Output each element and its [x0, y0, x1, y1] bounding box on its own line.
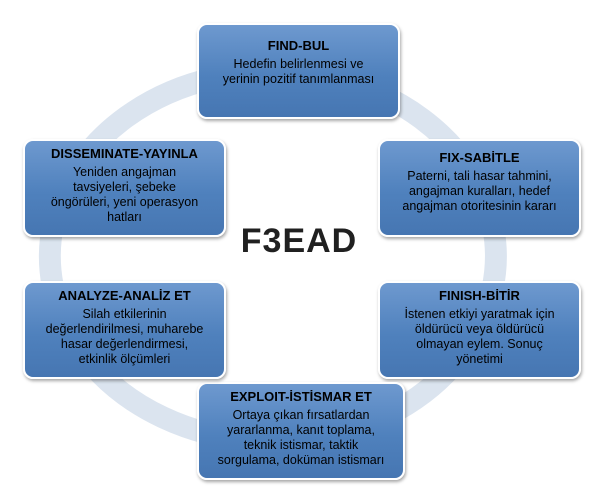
step-line: değerlendirilmesi, muharebe: [45, 322, 204, 336]
step-description: Paterni, tali hasar tahmini, angajman ku…: [388, 169, 571, 214]
step-box-analyze: ANALYZE-ANALİZ ET Silah etkilerinin değe…: [23, 281, 226, 379]
step-box-exploit: EXPLOIT-İSTİSMAR ET Ortaya çıkan fırsatl…: [197, 382, 405, 480]
step-line: Silah etkilerinin: [82, 307, 167, 321]
step-description: Yeniden angajman tavsiyeleri, şebeke öng…: [33, 165, 216, 225]
step-box-find: FIND-BUL Hedefin belirlenmesi ve yerinin…: [197, 23, 400, 119]
step-box-disseminate: DISSEMINATE-YAYINLA Yeniden angajman tav…: [23, 139, 226, 237]
step-line: etkinlik ölçümleri: [78, 352, 171, 366]
step-description: Silah etkilerinin değerlendirilmesi, muh…: [33, 307, 216, 367]
step-line: olmayan eylem. Sonuç: [416, 337, 543, 351]
step-line: öldürücü veya öldürücü: [414, 322, 545, 336]
step-box-finish: FINISH-BİTİR İstenen etkiyi yaratmak içi…: [378, 281, 581, 379]
step-line: tavsiyeleri, şebeke: [73, 180, 176, 194]
step-line: hatları: [107, 210, 142, 224]
step-line: sorgulama, doküman istismarı: [217, 453, 385, 467]
step-description: Ortaya çıkan fırsatlardan yararlanma, ka…: [207, 408, 395, 468]
step-line: hasar değerlendirmesi,: [60, 337, 189, 351]
step-line: Yeniden angajman: [72, 165, 177, 179]
step-line: yararlanma, kanıt toplama,: [227, 423, 375, 437]
step-line: Hedefin belirlenmesi ve: [233, 57, 364, 71]
step-line: Ortaya çıkan fırsatlardan: [232, 408, 370, 422]
step-title: DISSEMINATE-YAYINLA: [51, 146, 198, 161]
step-box-fix: FIX-SABİTLE Paterni, tali hasar tahmini,…: [378, 139, 581, 237]
step-title: FINISH-BİTİR: [439, 288, 520, 303]
step-line: angajman kuralları, hedef: [408, 184, 551, 198]
step-line: öngörüleri, yeni operasyon: [50, 195, 199, 209]
step-line: İstenen etkiyi yaratmak için: [404, 307, 555, 321]
step-description: İstenen etkiyi yaratmak için öldürücü ve…: [388, 307, 571, 367]
step-title: FIX-SABİTLE: [439, 150, 520, 165]
center-title: F3EAD: [240, 222, 358, 260]
step-line: angajman otoritesinin kararı: [402, 199, 557, 213]
step-line: teknik istismar, taktik: [243, 438, 359, 452]
step-title: FIND-BUL: [267, 38, 330, 53]
step-line: yerinin pozitif tanımlanması: [222, 72, 375, 86]
step-line: yönetimi: [456, 352, 503, 366]
step-line: Paterni, tali hasar tahmini,: [407, 169, 552, 183]
step-description: Hedefin belirlenmesi ve yerinin pozitif …: [207, 57, 390, 87]
step-title: ANALYZE-ANALİZ ET: [58, 288, 191, 303]
step-title: EXPLOIT-İSTİSMAR ET: [230, 389, 372, 404]
